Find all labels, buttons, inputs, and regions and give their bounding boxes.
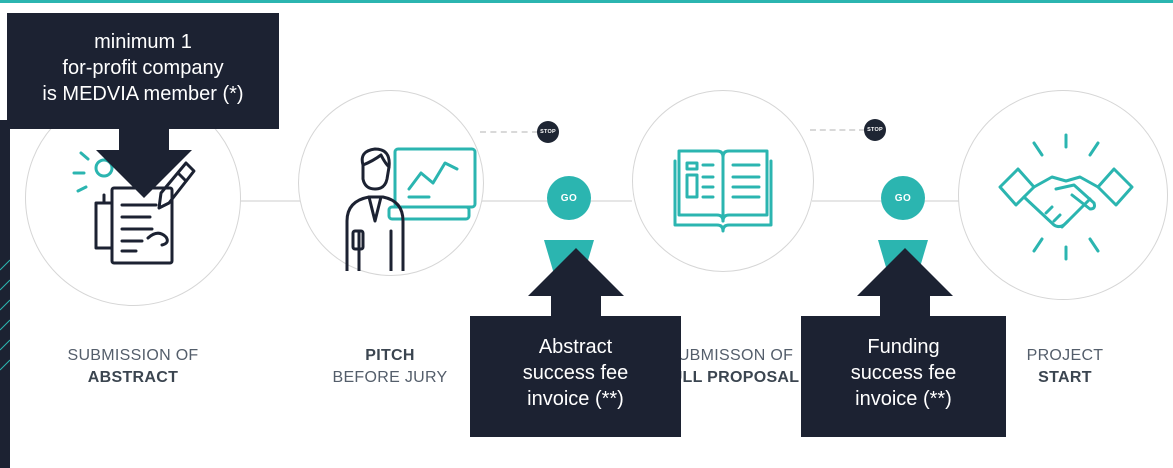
step-label-bold: PITCH [365,347,415,364]
connector-line [240,200,300,202]
step-label-start: PROJECT START [965,345,1165,389]
step-label-proposal: SUBMISSON OF FULL PROPOSAL [630,345,830,389]
handshake-icon [998,133,1134,261]
left-decorative-bar [0,120,10,468]
stop-dashed-line [810,129,865,131]
funding-fee-callout: Funding success fee invoice (**) [801,316,1006,437]
stop-marker: STOP [537,121,559,143]
abstract-fee-callout: Abstract success fee invoice (**) [470,316,681,437]
up-arrow-icon [857,248,953,318]
up-arrow-icon [528,248,624,318]
callout-line: invoice (**) [527,388,624,410]
callout-line: success fee [522,362,629,384]
open-book-icon [673,149,773,233]
down-arrow-icon [96,128,192,198]
step-circle-pitch [298,90,484,276]
diagonal-lines-decoration [0,259,10,371]
callout-line: success fee [850,362,957,384]
go-marker: GO [547,176,591,220]
callout-line: minimum 1 [94,31,192,53]
step-label-bold: ABSTRACT [87,369,179,386]
step-label-line: SUBMISSION OF [67,347,199,364]
top-accent-line [0,0,1173,3]
callout-line: Abstract [538,336,613,358]
step-circle-proposal [632,90,814,272]
step-label-bold: FULL PROPOSAL [660,369,800,386]
step-label-line: PROJECT [1026,347,1104,364]
member-requirement-callout: minimum 1 for-profit company is MEDVIA m… [7,13,279,129]
step-label-bold: START [1038,369,1092,386]
callout-line: is MEDVIA member (*) [42,83,244,105]
step-circle-start [958,90,1168,300]
step-label-pitch: PITCH BEFORE JURY [290,345,490,389]
stop-dashed-line [480,131,538,133]
callout-line: for-profit company [62,57,224,79]
callout-line: invoice (**) [855,388,952,410]
step-label-line: BEFORE JURY [332,369,448,386]
stop-marker: STOP [864,119,886,141]
go-marker: GO [881,176,925,220]
abstract-writing-icon [72,151,196,265]
pitch-presenter-icon [345,147,477,271]
step-label-line: SUBMISSON OF [666,347,794,364]
step-label-abstract: SUBMISSION OF ABSTRACT [33,345,233,389]
callout-line: Funding [867,336,940,358]
